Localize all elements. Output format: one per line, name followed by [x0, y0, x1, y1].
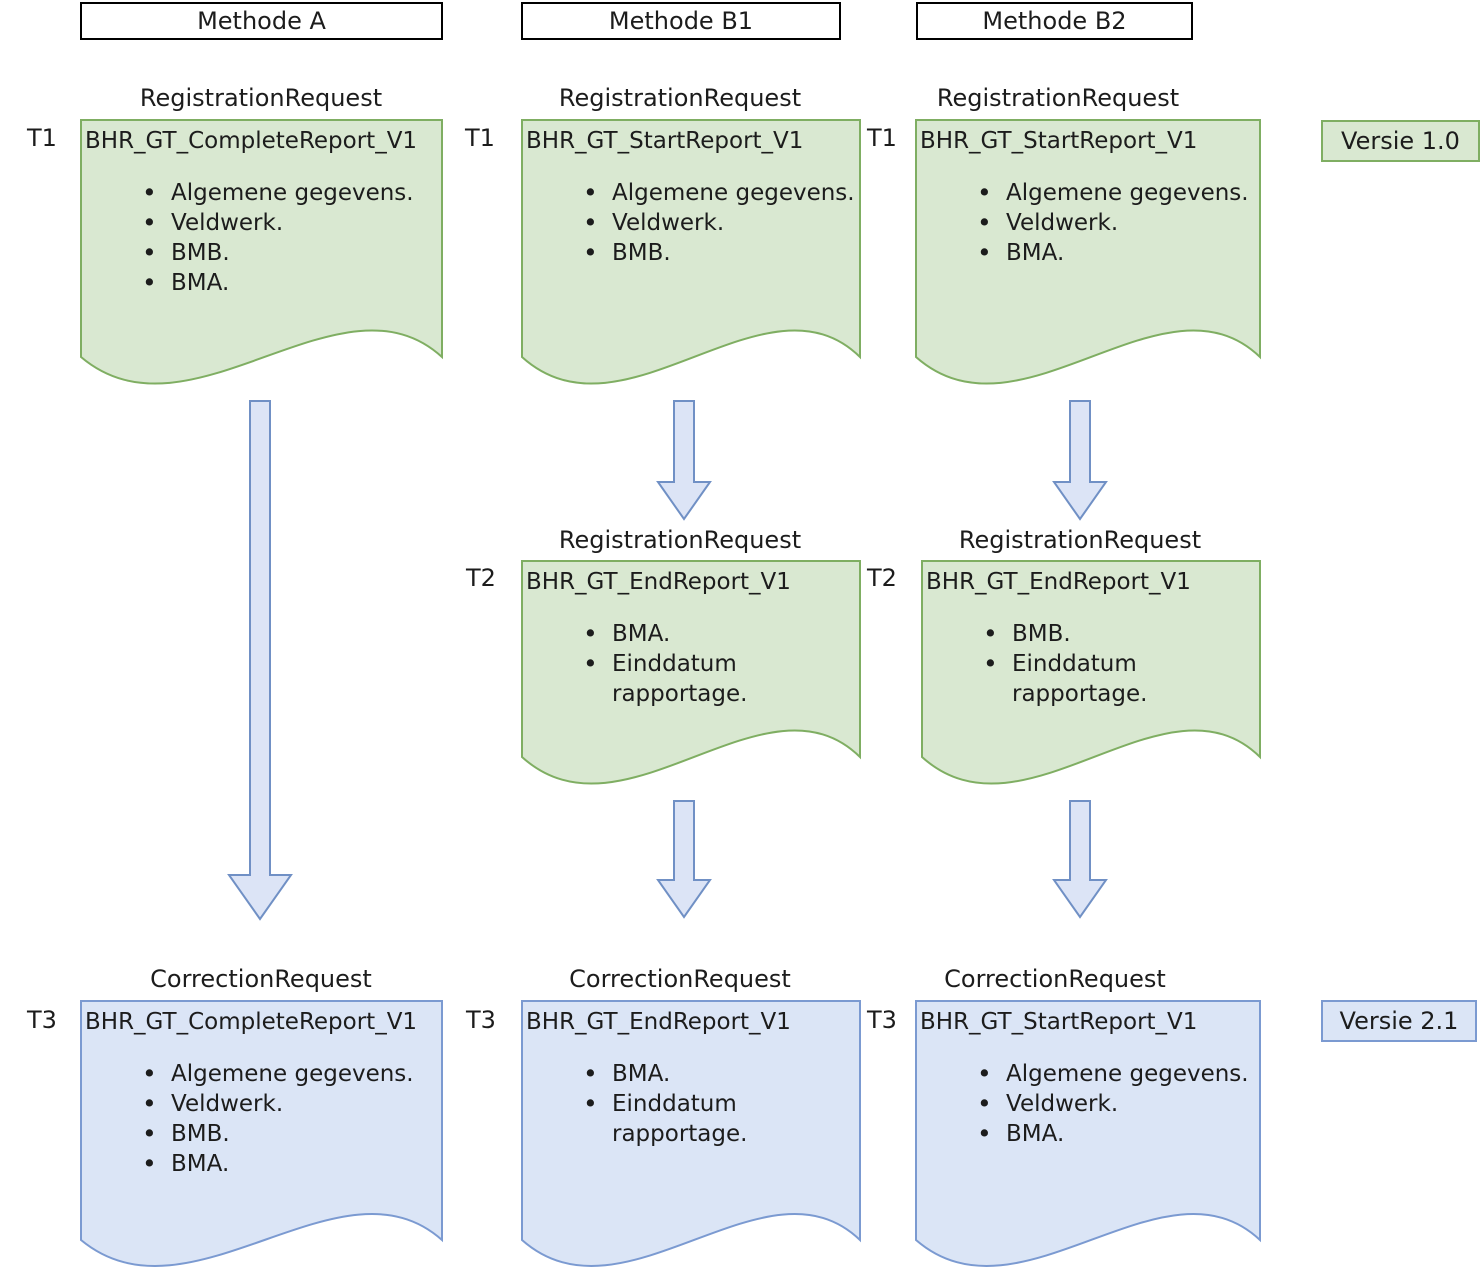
- method-header-b1: Methode B1: [521, 2, 841, 40]
- time-label: T3: [867, 1006, 897, 1034]
- document-bullet-list: Algemene gegevens. Veldwerk. BMA.: [973, 1059, 1256, 1149]
- time-label: T1: [27, 124, 57, 152]
- request-type-label: RegistrationRequest: [558, 526, 802, 554]
- document-title: BHR_GT_CompleteReport_V1: [85, 128, 418, 154]
- request-type-label: CorrectionRequest: [150, 965, 372, 993]
- down-arrow-icon: [656, 400, 712, 521]
- version-badge: Versie 2.1: [1321, 1000, 1477, 1042]
- time-label: T3: [466, 1006, 496, 1034]
- document-title: BHR_GT_EndReport_V1: [526, 1009, 791, 1035]
- document-shape: BHR_GT_EndReport_V1 BMA. Einddatum rappo…: [521, 1000, 861, 1280]
- document-bullet-list: BMB. Einddatum rapportage.: [979, 619, 1256, 709]
- bullet-item: BMA.: [579, 619, 856, 649]
- bullet-item: Einddatum rapportage.: [979, 649, 1256, 709]
- version-badge: Versie 1.0: [1321, 120, 1480, 162]
- document-shape: BHR_GT_CompleteReport_V1 Algemene gegeve…: [80, 119, 443, 402]
- document-title: BHR_GT_EndReport_V1: [926, 569, 1191, 595]
- bullet-item: BMB.: [979, 619, 1256, 649]
- request-type-label: CorrectionRequest: [944, 965, 1166, 993]
- document-shape: BHR_GT_StartReport_V1 Algemene gegevens.…: [915, 119, 1261, 402]
- request-type-label: RegistrationRequest: [558, 84, 802, 112]
- down-arrow-icon: [1052, 800, 1108, 919]
- time-label: T1: [465, 124, 495, 152]
- flow-arrow-a-t1-t3: [227, 400, 293, 921]
- bullet-item: BMA.: [138, 1149, 438, 1179]
- bullet-item: Einddatum rapportage.: [579, 1089, 856, 1149]
- bullet-item: BMA.: [973, 238, 1256, 268]
- down-arrow-icon: [227, 400, 293, 921]
- bullet-item: Algemene gegevens.: [973, 1059, 1256, 1089]
- bullet-item: Algemene gegevens.: [973, 178, 1256, 208]
- bullet-item: Veldwerk.: [138, 208, 438, 238]
- document-bullet-list: Algemene gegevens. Veldwerk. BMB.: [579, 178, 856, 268]
- request-type-label: RegistrationRequest: [958, 526, 1202, 554]
- document-shape: BHR_GT_EndReport_V1 BMA. Einddatum rappo…: [521, 560, 861, 800]
- time-label: T2: [466, 564, 496, 592]
- document-bullet-list: BMA. Einddatum rapportage.: [579, 1059, 856, 1149]
- down-arrow-icon: [1052, 400, 1108, 521]
- request-type-label: CorrectionRequest: [569, 965, 791, 993]
- document-title: BHR_GT_StartReport_V1: [920, 128, 1198, 154]
- bullet-item: BMA.: [138, 268, 438, 298]
- bullet-item: Einddatum rapportage.: [579, 649, 856, 709]
- bullet-item: BMB.: [138, 1119, 438, 1149]
- bullet-item: Veldwerk.: [973, 1089, 1256, 1119]
- document-shape: BHR_GT_StartReport_V1 Algemene gegevens.…: [521, 119, 861, 402]
- flow-arrow-b1-t1-t2: [656, 400, 712, 521]
- bullet-item: Algemene gegevens.: [138, 178, 438, 208]
- flow-arrow-b2-t2-t3: [1052, 800, 1108, 919]
- down-arrow-icon: [656, 800, 712, 919]
- time-label: T2: [867, 564, 897, 592]
- bullet-item: BMA.: [973, 1119, 1256, 1149]
- document-bullet-list: Algemene gegevens. Veldwerk. BMB. BMA.: [138, 1059, 438, 1179]
- flow-arrow-b1-t2-t3: [656, 800, 712, 919]
- method-header-a-label: Methode A: [197, 7, 326, 35]
- document-bullet-list: Algemene gegevens. Veldwerk. BMB. BMA.: [138, 178, 438, 298]
- document-bullet-list: BMA. Einddatum rapportage.: [579, 619, 856, 709]
- method-header-b2: Methode B2: [916, 2, 1193, 40]
- time-label: T3: [27, 1006, 57, 1034]
- bullet-item: Veldwerk.: [973, 208, 1256, 238]
- bullet-item: Veldwerk.: [579, 208, 856, 238]
- document-shape: BHR_GT_StartReport_V1 Algemene gegevens.…: [915, 1000, 1261, 1280]
- document-title: BHR_GT_StartReport_V1: [526, 128, 804, 154]
- document-bullet-list: Algemene gegevens. Veldwerk. BMA.: [973, 178, 1256, 268]
- bullet-item: Veldwerk.: [138, 1089, 438, 1119]
- document-title: BHR_GT_EndReport_V1: [526, 569, 791, 595]
- method-header-b2-label: Methode B2: [982, 7, 1127, 35]
- flow-arrow-b2-t1-t2: [1052, 400, 1108, 521]
- document-title: BHR_GT_StartReport_V1: [920, 1009, 1198, 1035]
- bullet-item: Algemene gegevens.: [579, 178, 856, 208]
- document-title: BHR_GT_CompleteReport_V1: [85, 1009, 418, 1035]
- method-header-b1-label: Methode B1: [608, 7, 754, 35]
- bullet-item: BMA.: [579, 1059, 856, 1089]
- bullet-item: BMB.: [138, 238, 438, 268]
- time-label: T1: [867, 124, 897, 152]
- bullet-item: Algemene gegevens.: [138, 1059, 438, 1089]
- method-header-a: Methode A: [80, 2, 443, 40]
- bullet-item: BMB.: [579, 238, 856, 268]
- document-shape: BHR_GT_CompleteReport_V1 Algemene gegeve…: [80, 1000, 443, 1280]
- request-type-label: RegistrationRequest: [139, 84, 383, 112]
- version-badge-label: Versie 2.1: [1339, 1007, 1459, 1035]
- request-type-label: RegistrationRequest: [936, 84, 1180, 112]
- version-badge-label: Versie 1.0: [1341, 127, 1460, 155]
- document-shape: BHR_GT_EndReport_V1 BMB. Einddatum rappo…: [921, 560, 1261, 800]
